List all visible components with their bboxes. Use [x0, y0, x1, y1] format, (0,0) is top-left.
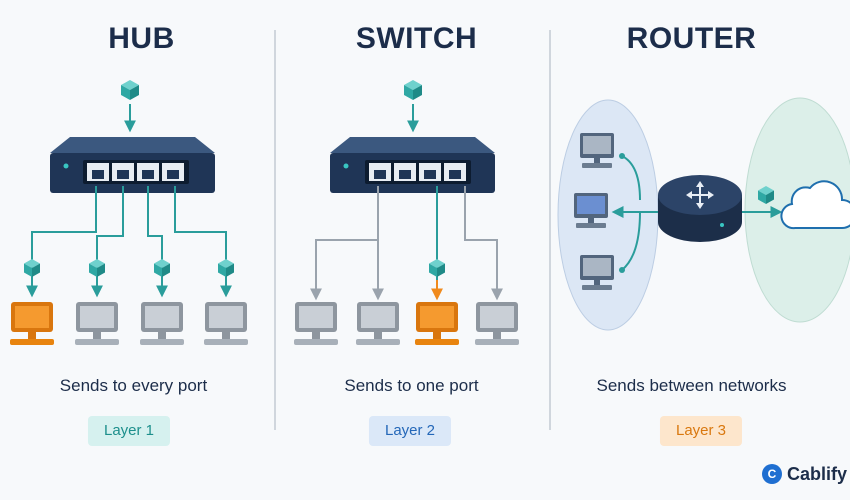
computer-icon — [415, 302, 459, 345]
layer-badge-router: Layer 3 — [659, 416, 743, 446]
computer-icon — [356, 302, 400, 345]
router-icon — [658, 175, 742, 242]
computer-icon — [580, 255, 614, 290]
hub-device-icon — [50, 137, 215, 193]
computer-icon — [140, 302, 184, 345]
brand-logo-icon: C — [762, 464, 782, 484]
packet-cube-icon — [154, 259, 170, 277]
switch-caption: Sends to one port — [344, 376, 479, 395]
computer-icon — [204, 302, 248, 345]
hub-panel — [10, 80, 248, 345]
router-title: ROUTER — [626, 22, 757, 55]
switch-device-icon — [330, 137, 495, 193]
computer-icon — [294, 302, 338, 345]
packet-cube-icon — [121, 80, 139, 100]
packet-cube-icon — [404, 80, 422, 100]
packet-cube-icon — [89, 259, 105, 277]
computer-icon — [580, 133, 614, 168]
packet-cube-icon — [218, 259, 234, 277]
switch-title: SWITCH — [355, 22, 478, 55]
hub-caption: Sends to every port — [59, 376, 208, 395]
packet-cube-icon — [429, 259, 445, 277]
computer-icon — [10, 302, 54, 345]
packet-cube-icon — [758, 186, 774, 204]
cloud-icon — [780, 180, 850, 230]
computer-icon — [574, 193, 608, 228]
computer-icon — [75, 302, 119, 345]
brand-name: Cablify — [787, 463, 848, 484]
layer-badge-hub: Layer 1 — [87, 416, 171, 446]
layer-badge-switch: Layer 2 — [368, 416, 452, 446]
computer-icon — [475, 302, 519, 345]
hub-title: HUB — [108, 22, 175, 55]
packet-cube-icon — [24, 259, 40, 277]
router-panel — [557, 97, 850, 331]
router-caption: Sends between networks — [596, 376, 787, 395]
brand-logo: C Cablify — [762, 462, 847, 486]
switch-panel — [294, 80, 519, 345]
